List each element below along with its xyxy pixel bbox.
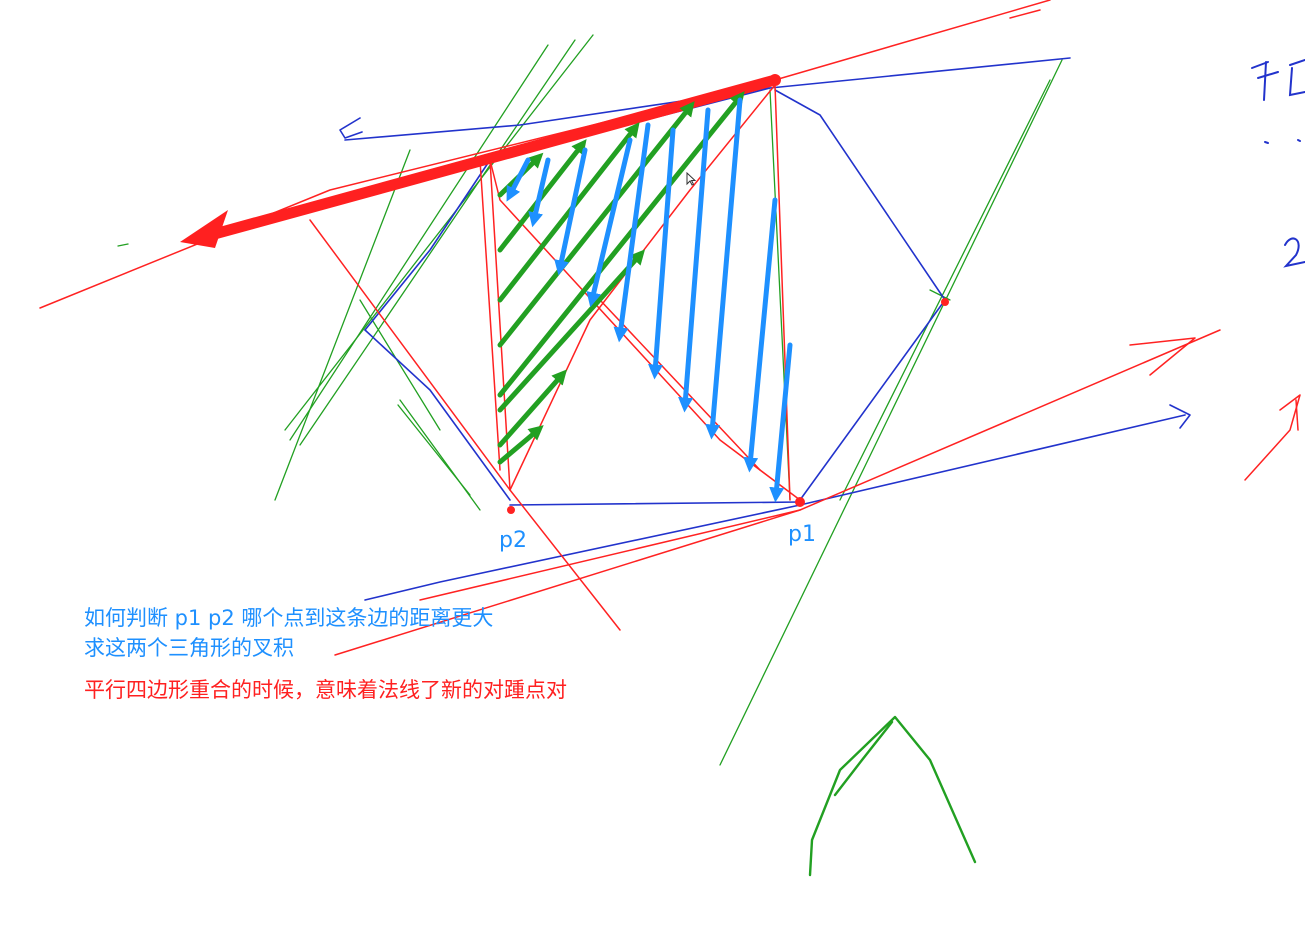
blue-ink-lines (339, 57, 1191, 601)
right-edge-scribbles (1251, 59, 1305, 268)
thick-red-edge-arrow (180, 74, 781, 248)
vertex-right (941, 298, 949, 306)
red-ink-lines (39, 0, 1301, 656)
green-construction-lines (117, 34, 1063, 766)
note-compare-distance: 如何判断 p1 p2 哪个点到这条边的距离更大 (84, 606, 494, 630)
note-parallelogram: 平行四边形重合的时候，意味着法线了新的对踵点对 (84, 678, 567, 702)
point-label-p2: p2 (499, 528, 527, 553)
blue-hatch-arrows (506, 97, 793, 503)
note-cross-product: 求这两个三角形的叉积 (84, 636, 294, 660)
vertex-markers (507, 298, 949, 514)
vertex-p1 (795, 497, 805, 507)
point-label-p1: p1 (788, 522, 816, 547)
green-caret-sketch (808, 715, 977, 877)
cursor-icon (686, 172, 696, 186)
green-hatch-arrows (497, 91, 745, 465)
vertex-p2 (507, 506, 515, 514)
